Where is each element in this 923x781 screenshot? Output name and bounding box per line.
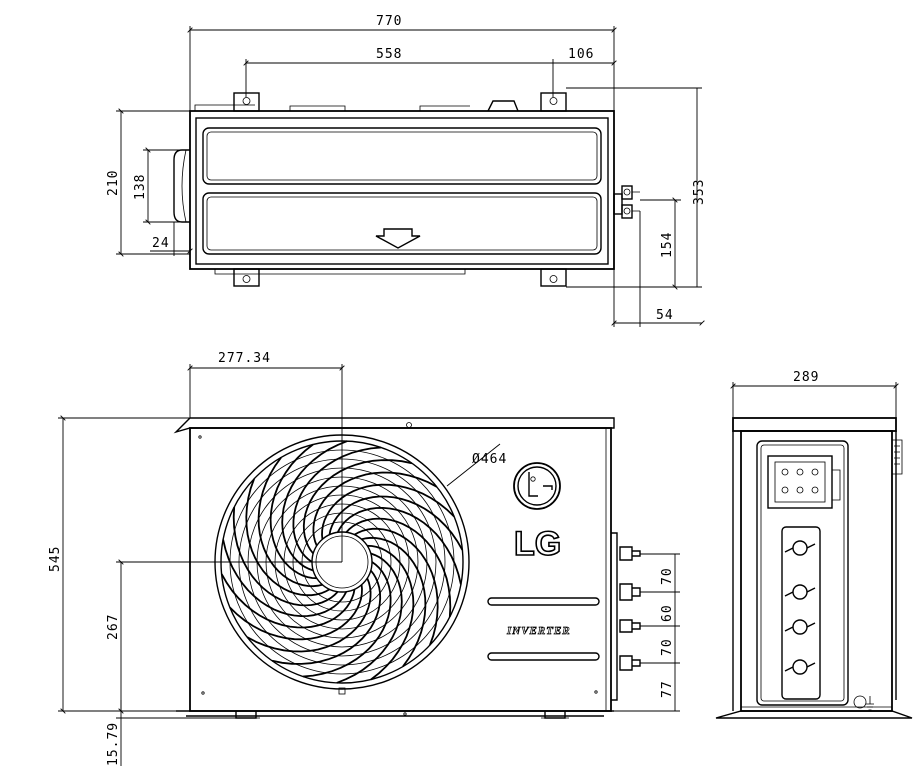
dim-mount-offset: 106: [568, 47, 594, 62]
top-view-inner-frame: [195, 117, 609, 265]
fan-blade-spiral: [302, 459, 412, 555]
top-view-body: [189, 110, 615, 270]
inverter-badge: INVERTER: [506, 625, 571, 637]
dim-fan-diameter: Ø464: [472, 452, 507, 467]
dim-pipe-2: 60: [660, 604, 675, 622]
side-view-body: [740, 430, 893, 712]
side-view-lid: [732, 417, 897, 432]
fan-blade-spiral: [361, 536, 427, 668]
fan-blade-spiral: [354, 527, 439, 646]
fan-blade-spiral: [367, 544, 415, 681]
dim-base-offset: 15.79: [106, 722, 121, 766]
side-vent: [892, 439, 903, 475]
dim-side-offset: 24: [152, 236, 170, 251]
fan-blade-spiral: [246, 577, 372, 653]
dim-top-depth: 353: [692, 179, 707, 205]
fan-blade-spiral: [245, 478, 330, 597]
fan-blade-spiral: [281, 440, 348, 572]
dim-top-height: 210: [106, 170, 121, 196]
top-view-grille-lower: [202, 192, 602, 255]
fan-blade-spiral: [336, 552, 403, 684]
dim-top-width: 770: [376, 14, 402, 29]
lg-wordmark: LG: [514, 525, 561, 563]
fan-blade-spiral: [302, 561, 392, 678]
fan-blade-spiral: [257, 456, 323, 588]
fan-blade-spiral: [272, 569, 382, 665]
mount-foot-top-right: [540, 92, 567, 112]
fan-blade-spiral: [336, 506, 462, 585]
dim-valve-offset: 54: [656, 308, 674, 323]
fan-blade-spiral: [222, 539, 348, 618]
side-service-panel: [756, 440, 849, 706]
side-valves: [784, 540, 816, 675]
front-view-lid: [173, 417, 615, 434]
fan-blade-spiral: [312, 471, 438, 547]
fan-blade-spiral: [328, 495, 464, 551]
dim-fan-center-height: 267: [106, 614, 121, 640]
dim-side-height: 138: [133, 174, 148, 200]
side-view: 289: [715, 370, 913, 719]
top-view: 770 558 106 353 154 54 210 138: [106, 14, 707, 327]
top-view-grille-upper: [202, 127, 602, 185]
fan-blade-spiral: [269, 443, 317, 580]
dim-fan-offset: 277.34: [218, 351, 271, 366]
dim-side-width: 289: [793, 370, 819, 385]
fan-blade-spiral: [345, 517, 452, 618]
top-view-handle: [487, 100, 519, 112]
service-valves-front: [619, 546, 641, 671]
dim-front-height: 545: [48, 546, 63, 572]
dim-pipe-4: 77: [660, 680, 675, 698]
front-slot-lower: [487, 652, 600, 661]
ground-icon: [853, 695, 874, 711]
mount-foot-bottom-right: [540, 268, 567, 287]
mount-foot-bottom-left: [233, 268, 260, 287]
terminal-block: [767, 455, 841, 509]
fan-blade-spiral: [220, 573, 356, 629]
dim-valve-height: 154: [660, 232, 675, 258]
fan-blade-spiral: [232, 506, 339, 607]
side-view-base: [715, 710, 913, 719]
airflow-arrow-icon: [375, 228, 421, 249]
side-valve-column: [781, 526, 821, 700]
fan-blade-spiral: [321, 483, 455, 540]
valve-cover: [611, 532, 618, 701]
front-view: Ø464 LG INVERTER 277.34 545: [48, 351, 680, 766]
top-view-side-panel: [173, 149, 190, 223]
fan-blade-spiral: [229, 584, 363, 641]
mount-foot-top-left: [233, 92, 260, 112]
service-valves-top: [613, 185, 640, 219]
fan-guard: [214, 434, 470, 695]
dim-pipe-1: 70: [660, 567, 675, 585]
front-view-feet: [232, 711, 569, 719]
lg-logo: [513, 462, 561, 510]
dim-mount-span: 558: [376, 47, 402, 62]
dim-pipe-3: 70: [660, 638, 675, 656]
fan-blade-spiral: [292, 446, 382, 563]
front-slot-upper: [487, 597, 600, 606]
